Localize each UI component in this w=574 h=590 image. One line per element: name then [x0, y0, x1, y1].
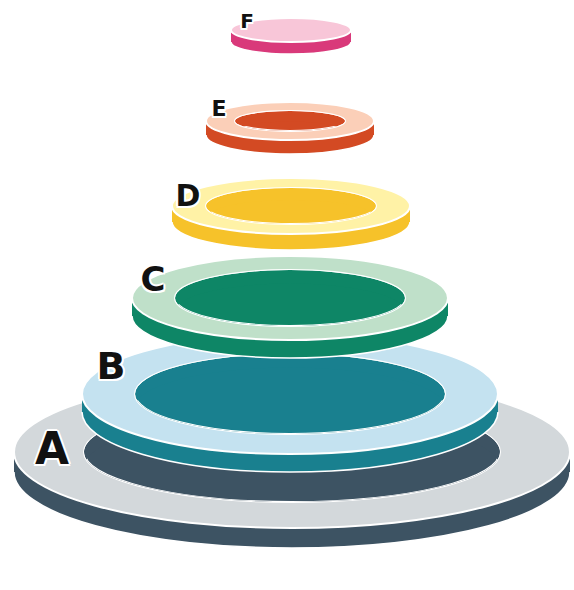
ring-inner-wall: [206, 188, 376, 236]
ring-letter: E: [211, 98, 226, 120]
ring: [172, 178, 410, 250]
ring-edge: [231, 42, 351, 54]
ring-letter: F: [240, 11, 254, 31]
ring-letter: B: [97, 347, 126, 385]
ring-inner-wall: [135, 354, 445, 448]
ring-letter: C: [141, 262, 166, 296]
ring-letter: D: [176, 181, 201, 211]
ring-inner-wall: [175, 270, 405, 340]
ring-inner-wall: [235, 111, 345, 142]
ring: [132, 256, 448, 358]
ring-face: [132, 256, 448, 340]
ring-letter: A: [35, 427, 69, 471]
ring: [206, 102, 374, 154]
